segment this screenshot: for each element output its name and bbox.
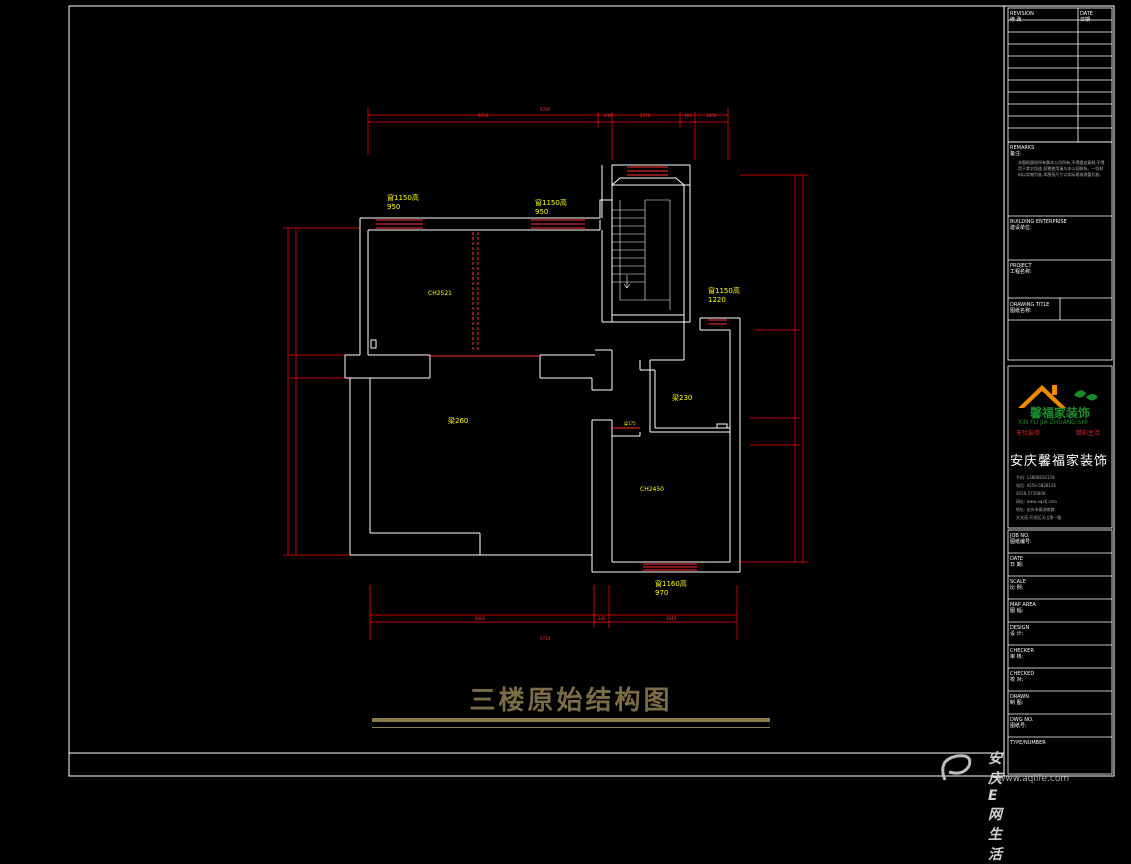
watermark-logo-icon [941, 754, 972, 781]
contact-line: 电话: 0556-5828126 [1016, 483, 1057, 488]
title-underline [372, 718, 770, 728]
logo-name: 馨福家装饰 [1030, 406, 1091, 420]
contact-line: 地址: 安庆市菱湖南路 [1016, 507, 1055, 512]
field-dwg-no: DWG NO.图纸号: [1010, 717, 1034, 729]
contact-line: 网址: www.aqxfj.com [1016, 499, 1058, 504]
remarks-text: 本图纸版权所有属本公司所有,不得擅自复制,不得用于其它用途,如需使用请与本公司联… [1018, 160, 1105, 177]
small-beam-label: 梁175 [624, 421, 636, 426]
room3-beam-label: 梁230 [672, 394, 693, 402]
walls [344, 164, 741, 573]
watermark-url: www.aqlife.com [998, 774, 1070, 784]
contact-block: 手机: 13866656158 电话: 0556-5828126 0556-57… [1016, 474, 1061, 522]
title-block-frame [1007, 7, 1113, 775]
contact-line: 手机: 13866656158 [1016, 475, 1055, 480]
dim-bottom-1: 6660 [475, 616, 486, 621]
field-job-no: JOB NO.图纸编号: [1010, 533, 1032, 545]
windows [376, 166, 727, 571]
dim-top-1: 6450 [478, 113, 489, 118]
dimension-lines [283, 108, 808, 640]
contact-line: 0556-5756808 [1016, 491, 1046, 496]
dim-bottom-3: 3640 [666, 616, 677, 621]
dim-top-total: 9780 [540, 107, 551, 112]
contact-line: 文化苑 开发区天山第一路 [1016, 515, 1062, 520]
company-name: 安庆馨福家装饰 [1010, 454, 1109, 469]
logo-house-icon [1018, 385, 1098, 408]
field-type-number: TYPE/NUMBER [1010, 740, 1046, 746]
dim-top-2: 240 [604, 113, 612, 118]
room4-ceiling-label: CH2450 [640, 486, 664, 493]
drawing-frame [68, 5, 1115, 777]
dim-top-4: 360 [684, 113, 692, 118]
cad-canvas[interactable] [0, 0, 1131, 791]
dim-bottom-2: 240 [598, 616, 606, 621]
logo-pinyin: XIN FU JIA ZHUANG SHI [1018, 419, 1088, 426]
room2-beam-label: 梁260 [448, 417, 469, 425]
dim-bottom-total: 9710 [540, 636, 551, 641]
logo-slogan-right: 精彩生活 [1076, 430, 1101, 437]
room1-ceiling-label: CH2521 [428, 290, 452, 297]
watermark-brand: 安庆E网生活 [988, 751, 1002, 863]
dim-top-3: 2370 [640, 113, 651, 118]
dim-top-5: 1000 [706, 113, 717, 118]
logo-slogan-left: 无忧装修 [1016, 430, 1041, 437]
stairs [612, 199, 671, 310]
plan-title: 三楼原始结构图 [469, 686, 673, 716]
